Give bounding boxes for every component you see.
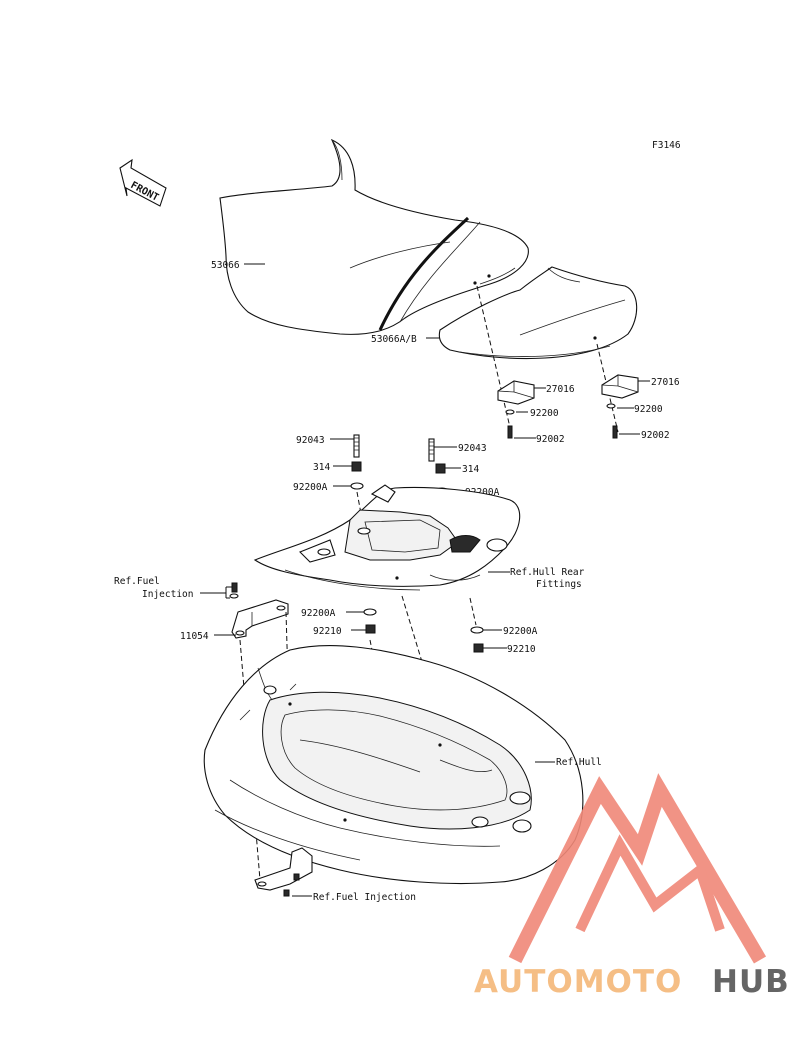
label-stud-left: 92043 xyxy=(296,435,325,446)
label-ref-fuel-injection-2: Ref.Fuel Injection xyxy=(313,892,416,903)
label-bolt-l1: 92002 xyxy=(536,434,565,445)
label-bracket-right: 27016 xyxy=(651,377,680,388)
label-nut-right: 314 xyxy=(462,464,479,475)
fuel-injection-bracket-lower xyxy=(254,847,313,897)
seat-front xyxy=(219,138,529,335)
label-washer-l1: 92200 xyxy=(530,408,559,419)
label-ref-hull-rear-line2: Fittings xyxy=(536,579,582,590)
label-bracket-11054: 11054 xyxy=(180,631,209,642)
fastener-lower xyxy=(470,626,484,653)
label-stud-right: 92043 xyxy=(458,443,487,454)
fastener-stack-left xyxy=(350,434,364,490)
bracket-right-assembly xyxy=(601,374,639,439)
watermark-text-secondary: HUB xyxy=(712,964,790,1000)
label-seat-front: 53066 xyxy=(211,260,240,271)
diagram-code: F3146 xyxy=(652,140,681,151)
front-arrow-icon: FRONT xyxy=(119,158,167,207)
watermark-logo: AUTOMOTO HUB xyxy=(474,773,790,1000)
hull xyxy=(203,645,584,885)
label-ref-fuel-injection-1-line1: Ref.Fuel xyxy=(114,576,160,587)
label-washer-a-left-top: 92200A xyxy=(293,482,328,493)
label-nut-left: 314 xyxy=(313,462,330,473)
watermark-text-primary: AUTOMOTO xyxy=(474,964,682,1000)
label-washer-a-lower: 92200A xyxy=(503,626,538,637)
bracket-left-assembly xyxy=(497,380,535,439)
label-ref-hull-rear-line1: Ref.Hull Rear xyxy=(510,567,585,578)
hull-rear-fitting xyxy=(253,484,521,591)
label-ref-hull: Ref.Hull xyxy=(556,757,602,768)
label-seat-rear: 53066A/B xyxy=(371,334,417,345)
label-washer-a-mid: 92200A xyxy=(301,608,336,619)
label-nut-mid: 92210 xyxy=(313,626,342,637)
label-bracket-left: 27016 xyxy=(546,384,575,395)
label-ref-fuel-injection-1-line2: Injection xyxy=(142,589,193,600)
fuel-injection-bolt-upper xyxy=(229,582,239,599)
label-nut-lower: 92210 xyxy=(507,644,536,655)
label-washer-a-right-top: 92200A xyxy=(465,487,500,498)
label-washer-r1: 92200 xyxy=(634,404,663,415)
bracket-11054 xyxy=(231,599,289,639)
fastener-mid xyxy=(363,608,377,634)
label-bolt-r1: 92002 xyxy=(641,430,670,441)
